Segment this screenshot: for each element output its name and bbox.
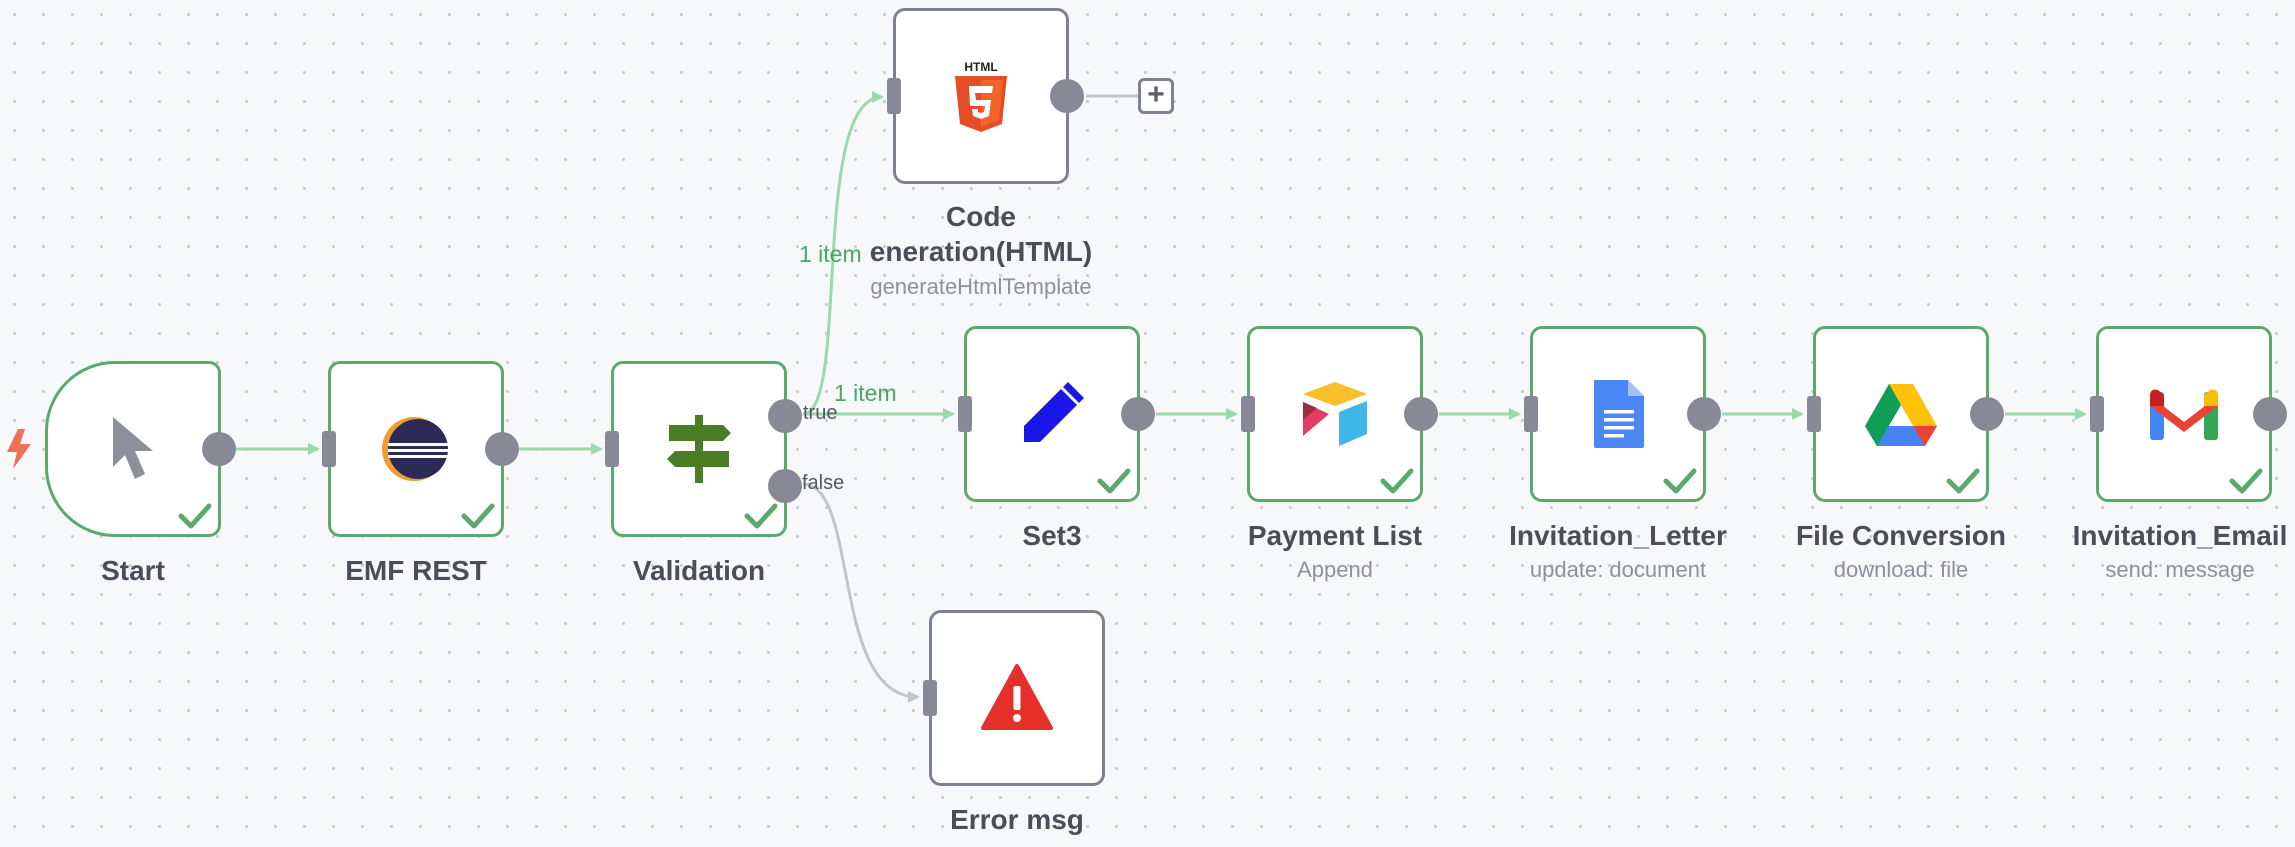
output-port-false[interactable]	[768, 469, 802, 503]
branch-label-true: true	[803, 402, 838, 424]
node-set3[interactable]	[958, 326, 1155, 502]
google-drive-icon	[1865, 384, 1937, 446]
connection-item-count: 1 item	[834, 380, 897, 406]
node-label: Error msg	[950, 804, 1084, 835]
output-port-true[interactable]	[768, 399, 802, 433]
connection-item-count: 1 item	[799, 241, 862, 267]
node-label: Invitation_Letter	[1509, 520, 1727, 551]
output-port[interactable]	[2253, 397, 2287, 431]
node-subtitle: update: document	[1529, 557, 1707, 582]
node-label-line1: Code	[946, 201, 1016, 232]
node-emf-rest[interactable]	[322, 361, 519, 537]
node-label: Validation	[632, 555, 766, 586]
node-validation[interactable]	[605, 361, 802, 537]
output-port[interactable]	[1687, 397, 1721, 431]
node-label-line2: eneration(HTML)	[869, 236, 1093, 267]
node-label: Invitation_Email	[2072, 520, 2288, 551]
node-label: EMF REST	[345, 555, 487, 586]
output-port[interactable]	[1404, 397, 1438, 431]
success-check-icon	[1946, 468, 1980, 494]
trigger-bolt-icon	[7, 429, 31, 469]
input-port[interactable]	[2090, 396, 2104, 432]
branch-label-false: false	[802, 472, 845, 494]
input-port[interactable]	[1241, 396, 1255, 432]
eclipse-icon	[382, 417, 448, 481]
input-port[interactable]	[958, 396, 972, 432]
pencil-icon	[1024, 382, 1084, 442]
node-subtitle: send: message	[2105, 557, 2255, 582]
output-port[interactable]	[1121, 397, 1155, 431]
node-label: Set3	[1022, 520, 1082, 551]
google-docs-icon	[1594, 380, 1644, 448]
svg-text:HTML: HTML	[964, 60, 997, 74]
output-port[interactable]	[202, 432, 236, 466]
node-error-msg[interactable]	[923, 610, 1105, 786]
input-port[interactable]	[1524, 396, 1538, 432]
input-port[interactable]	[887, 78, 901, 114]
input-port[interactable]	[1807, 396, 1821, 432]
success-check-icon	[744, 503, 778, 529]
html5-icon: HTML	[955, 60, 1007, 132]
node-code-generation[interactable]: HTML	[887, 8, 1084, 184]
success-check-icon	[1097, 468, 1131, 494]
connection-validation-error	[802, 482, 920, 703]
success-check-icon	[178, 503, 212, 529]
success-check-icon	[1380, 468, 1414, 494]
node-invitation-email[interactable]	[2090, 326, 2287, 502]
node-subtitle: Append	[1297, 557, 1373, 582]
connection-validation-codegen	[802, 91, 884, 416]
signpost-icon	[667, 415, 731, 483]
input-port[interactable]	[322, 431, 336, 467]
output-port[interactable]	[485, 432, 519, 466]
input-port[interactable]	[923, 680, 937, 716]
node-subtitle: download: file	[1833, 557, 1969, 582]
node-label: Start	[101, 555, 165, 586]
node-start[interactable]	[45, 361, 236, 537]
node-label: Payment List	[1247, 520, 1423, 551]
gmail-icon	[2150, 389, 2218, 440]
output-port[interactable]	[1970, 397, 2004, 431]
cursor-icon	[113, 417, 153, 479]
node-subtitle: generateHtmlTemplate	[870, 274, 1092, 299]
warning-icon	[981, 664, 1053, 730]
node-label: File Conversion	[1795, 520, 2007, 551]
success-check-icon	[461, 503, 495, 529]
success-check-icon	[2229, 468, 2263, 494]
airtable-icon	[1303, 382, 1367, 446]
success-check-icon	[1663, 468, 1697, 494]
add-node-button[interactable]: +	[1138, 78, 1174, 114]
input-port[interactable]	[605, 431, 619, 467]
node-file-conversion[interactable]	[1807, 326, 2004, 502]
output-port[interactable]	[1050, 79, 1084, 113]
node-payment-list[interactable]	[1241, 326, 1438, 502]
node-invitation-letter[interactable]	[1524, 326, 1721, 502]
